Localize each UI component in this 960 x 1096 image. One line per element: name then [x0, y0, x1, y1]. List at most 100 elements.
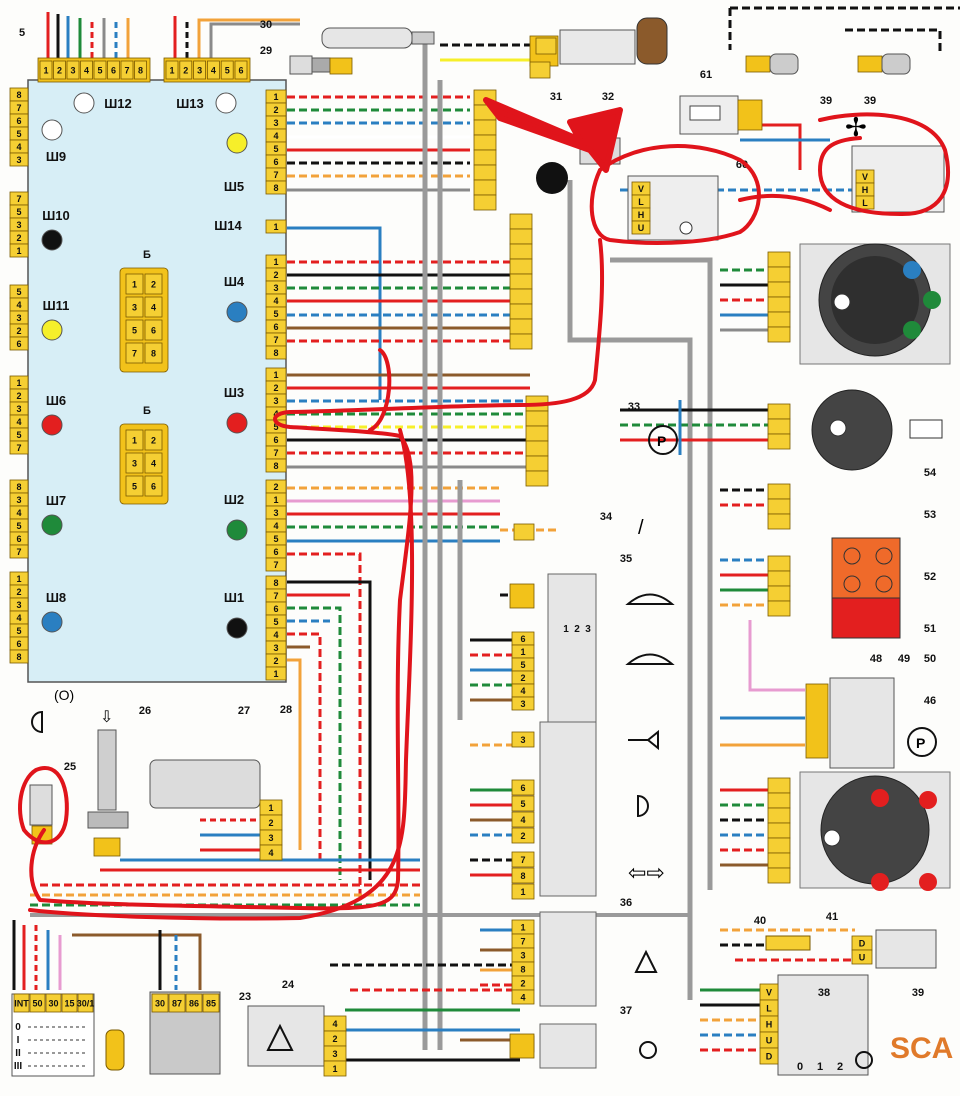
stalk-lights-pin-label: 8	[520, 871, 525, 881]
right-stack-pin-label: 2	[273, 482, 278, 492]
left-stack-pin: 4	[9, 610, 29, 625]
top-right-pin: 5	[220, 60, 234, 80]
top-left-pin-label: 6	[111, 66, 116, 76]
right-stack-pin: 6	[265, 544, 287, 559]
switch-38-pin-label: L	[766, 1004, 772, 1014]
component-number: 32	[602, 91, 614, 103]
left-stack-pin-label: 6	[16, 339, 21, 349]
left-stack-pin: 6	[9, 636, 29, 651]
block-b-upper-pin-label: 3	[132, 303, 137, 313]
top-left-pin-label: 7	[124, 66, 129, 76]
switch-38-pin-label: V	[766, 988, 772, 998]
block-b-upper-pin-label: 8	[151, 349, 156, 359]
connector-socket	[509, 243, 533, 260]
left-stack-pin-label: 8	[16, 90, 21, 100]
component-number: 49	[898, 653, 910, 665]
left-stack-pin: 4	[9, 505, 29, 520]
top-right-pin-label: 1	[169, 66, 174, 76]
left-stack-pin-label: 4	[16, 508, 21, 518]
switch-36-pin: 4	[511, 989, 535, 1005]
bracket-26-label: (O)	[54, 687, 74, 703]
block-b-lower-label: Б	[143, 405, 151, 417]
left-stack-pin-label: 6	[16, 116, 21, 126]
left-stack-pin-label: 5	[16, 521, 21, 531]
socket-label: Ш13	[176, 96, 204, 111]
right-stack-pin-label: 3	[273, 118, 278, 128]
connector-24-pin-label: 1	[332, 1064, 337, 1074]
socket-marker	[41, 319, 63, 341]
stalk-35-position: 2	[574, 624, 580, 635]
block-b-lower-pin: 5	[125, 475, 144, 497]
socket-marker	[226, 617, 248, 639]
component-number: 28	[280, 704, 292, 716]
annotation-parallel	[28, 428, 415, 921]
component-number: 34	[600, 511, 613, 523]
top-right-pin: 4	[206, 60, 220, 80]
right-stack-pin-label: 3	[273, 643, 278, 653]
stalk-35-pin-label: 1	[520, 647, 525, 657]
block-b-upper-pin: 3	[125, 296, 144, 318]
right-stack-pin-label: 3	[273, 508, 278, 518]
block-b-upper-pin: 2	[144, 273, 163, 295]
connector-socket	[509, 213, 533, 230]
lamp-40-pin-label: D	[859, 939, 866, 949]
right-stack-pin: 8	[265, 345, 287, 360]
right-stack-pin-label: 6	[273, 435, 278, 445]
stalk-35-pin: 2	[511, 670, 535, 685]
hazard-icon-relay	[266, 1023, 294, 1051]
annotation-loop-right	[818, 112, 950, 217]
right-stack-pin-label: 3	[273, 283, 278, 293]
stalk-35-position: 3	[585, 624, 591, 635]
stalk-35-position: 1	[563, 624, 569, 635]
socket-label: Ш3	[224, 385, 244, 400]
left-stack-pin-label: 7	[16, 547, 21, 557]
component-number: 39	[820, 95, 832, 107]
stalk-35-pin-label: 4	[520, 686, 525, 696]
component-number: 54	[924, 467, 937, 479]
relay-pin-label: 87	[172, 999, 182, 1009]
block-b-upper-pin-label: 1	[132, 280, 137, 290]
switch-38-pin: D	[759, 1047, 779, 1065]
connector-27-pin: 1	[259, 799, 283, 816]
block-b-upper-pin-label: 4	[151, 303, 156, 313]
right-stack-pin-label: 4	[273, 296, 278, 306]
component-number: 24	[282, 979, 295, 991]
left-stack-pin-label: 2	[16, 326, 21, 336]
stalk-lights-pin-label: 2	[520, 831, 525, 841]
top-left-pin: 2	[53, 60, 66, 80]
interior-light-icon	[639, 1041, 657, 1059]
stalk-lights-pin-label: 1	[520, 887, 525, 897]
socket-marker	[41, 119, 63, 141]
switch-38-pin: L	[759, 999, 779, 1017]
left-stack-pin: 2	[9, 584, 29, 599]
left-stack-pin: 3	[9, 217, 29, 232]
switch-38-pin-label: U	[766, 1036, 773, 1046]
right-stack-pin-label: 1	[273, 495, 278, 505]
stalk-lights-pin-label: 6	[520, 783, 525, 793]
right-stack-pin: 1	[265, 254, 287, 269]
component-number: 31	[550, 91, 562, 103]
svg-text:P: P	[657, 433, 666, 449]
connector-socket	[767, 555, 791, 572]
stalk-lights-pin: 5	[511, 795, 535, 812]
block-b-upper-pin-label: 6	[151, 326, 156, 336]
stalk-35-pin: 5	[511, 657, 535, 672]
ignition-pin: 30/1	[77, 993, 94, 1013]
switch-icon: /	[638, 517, 644, 539]
annotation-small-loop	[368, 348, 392, 432]
socket-marker	[41, 514, 63, 536]
left-stack-pin-label: 3	[16, 404, 21, 414]
connector-24-pin: 2	[323, 1030, 347, 1047]
connector-socket	[767, 513, 791, 530]
connector-socket	[525, 440, 549, 457]
socket-label: Ш7	[46, 493, 66, 508]
component-number: 35	[620, 553, 632, 565]
stalk-lights-pin-label: 5	[520, 799, 525, 809]
switch-38-pin-label: H	[766, 1020, 773, 1030]
connector-socket	[509, 303, 533, 320]
